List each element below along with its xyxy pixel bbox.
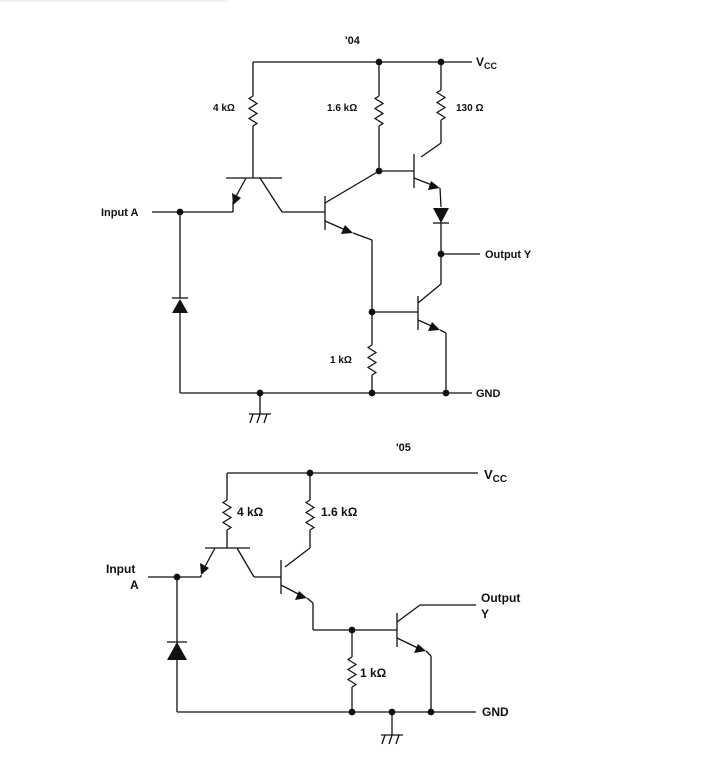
r2-label-04: 1.6 kΩ (327, 103, 357, 114)
ground-symbol-05 (381, 712, 403, 745)
q3-emitter-arrow-05 (414, 644, 426, 653)
gnd-node-05-a (348, 708, 356, 716)
resistor-1k-05 (346, 656, 358, 688)
gnd-node-04-b (368, 389, 376, 397)
resistor-1k6-04 (373, 95, 385, 127)
q1-collector-04 (259, 177, 283, 213)
clamp-diode-04 (172, 299, 188, 313)
r2-label-05: 1.6 kΩ (321, 505, 358, 519)
q1-collector-05 (236, 547, 255, 578)
q4-emitter-lead-a-04 (439, 329, 447, 334)
q2-emitter-arrow-04 (341, 225, 353, 234)
q2-emitter-arrow-05 (295, 591, 307, 600)
vcc-label-04: VCC (476, 55, 498, 71)
gnd-node-05-c (427, 708, 435, 716)
q1-emitter-arrow-04 (232, 193, 241, 205)
output-label-05-line2: Y (481, 607, 489, 621)
q1-emitter-arrow-05 (200, 563, 209, 575)
q3-emitter-lead-04 (439, 187, 442, 208)
input-label-05-line1: Input (106, 562, 135, 576)
r4-label-05: 1 kΩ (360, 666, 387, 680)
resistor-1k-04 (366, 344, 378, 376)
resistor-4k-04 (247, 95, 259, 127)
q2-emitter-lead-a-05 (306, 597, 314, 604)
r1-label-04: 4 kΩ (213, 103, 235, 114)
q3-emitter-lead-a-05 (425, 650, 432, 657)
circuit-05: '05 VCC 4 kΩ 1.6 kΩ Input A (106, 442, 520, 745)
q3-collector-05 (396, 604, 421, 623)
q2-collector-04 (324, 170, 380, 204)
gnd-label-04: GND (476, 388, 501, 400)
resistor-4k-05 (221, 499, 233, 531)
q3-emitter-arrow-04 (428, 181, 440, 190)
r3-label-04: 130 Ω (456, 103, 483, 114)
circuit-04: '04 VCC 4 kΩ 1.6 kΩ 130 Ω Input A (101, 35, 532, 424)
q3-collector-04 (420, 142, 442, 158)
resistor-1k6-05 (304, 499, 316, 531)
clamp-diode-05 (167, 642, 187, 660)
circuit-05-title: '05 (396, 442, 411, 454)
gnd-node-04-c (442, 389, 450, 397)
output-label-05-line1: Output (481, 591, 520, 605)
output-diode-04 (433, 208, 449, 223)
vcc-label-05: VCC (484, 467, 507, 485)
circuit-04-title: '04 (345, 35, 361, 47)
q2-emitter-lead-04 (352, 232, 373, 241)
input-label-05-line2: A (130, 578, 139, 592)
ground-symbol-04 (249, 393, 271, 424)
input-label-04: Input A (101, 207, 139, 219)
resistor-130-04 (435, 89, 447, 121)
q4-collector-04 (417, 283, 442, 304)
output-label-04: Output Y (485, 249, 532, 261)
r1-label-05: 4 kΩ (237, 505, 264, 519)
q2-collector-05 (284, 547, 311, 568)
q4-emitter-arrow-04 (428, 322, 440, 331)
r4-label-04: 1 kΩ (330, 355, 352, 366)
gnd-label-05: GND (482, 705, 509, 719)
